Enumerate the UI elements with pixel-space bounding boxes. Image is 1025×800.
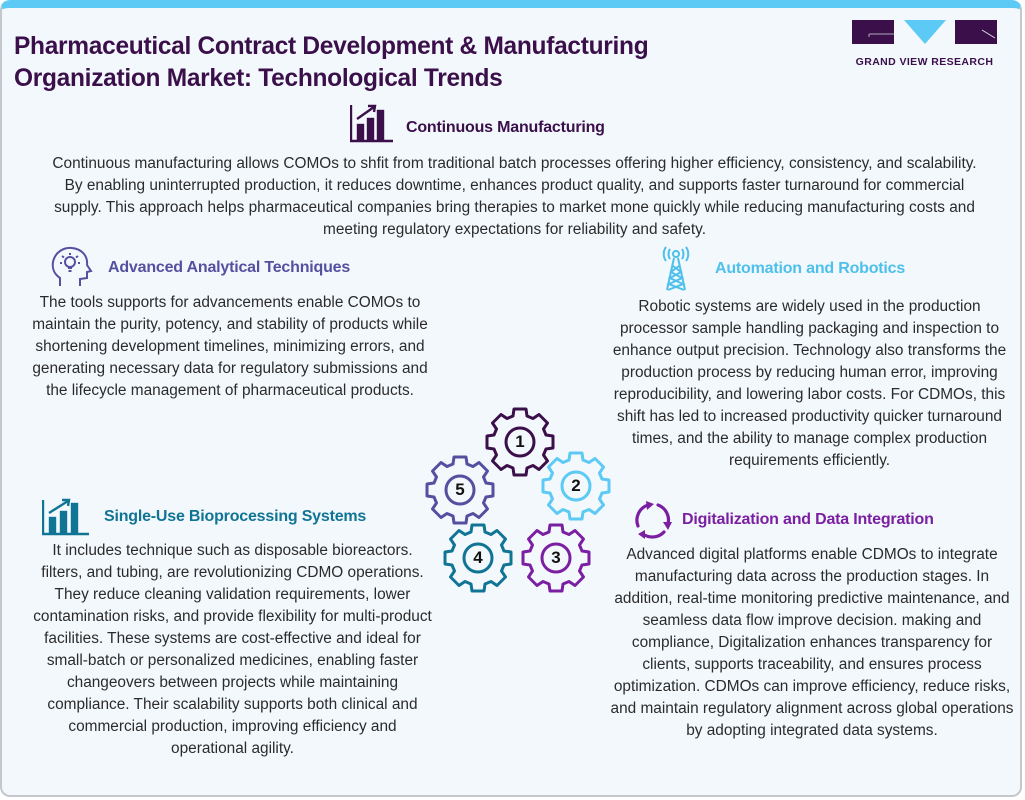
signal-tower-icon: [662, 246, 690, 291]
gears-cluster: 1 2 3 4 5: [412, 398, 622, 598]
gear-5-icon: [425, 455, 495, 525]
section-title: Single-Use Bioprocessing Systems: [104, 508, 367, 525]
section-header: Single-Use Bioprocessing Systems: [42, 498, 435, 536]
head-lightbulb-icon: [51, 246, 93, 286]
gear-number-3: 3: [551, 548, 561, 567]
title-line-1: Pharmaceutical Contract Development & Ma…: [14, 32, 649, 60]
gear-number-5: 5: [455, 480, 465, 499]
gear-number-1: 1: [515, 432, 525, 451]
gear-number-4: 4: [473, 548, 483, 567]
section-digitalization-data-integration: Digitalization and Data Integration Adva…: [607, 500, 1017, 742]
section-header: Advanced Analytical Techniques: [50, 246, 440, 290]
gear-number-2: 2: [571, 476, 581, 495]
title-line-2: Organization Market: Technological Trend…: [14, 64, 503, 92]
section-header: Digitalization and Data Integration: [632, 500, 1017, 540]
section-title: Continuous Manufacturing: [406, 119, 605, 136]
section-body: Advanced digital platforms enable CDMOs …: [610, 546, 1014, 739]
section-header: Continuous Manufacturing: [350, 103, 605, 143]
section-body: It includes technique such as disposable…: [33, 542, 432, 757]
cycle-arrows-icon: [635, 501, 672, 539]
page-title: Pharmaceutical Contract Development & Ma…: [14, 30, 778, 94]
bar-chart-growth-icon: [42, 498, 89, 536]
gear-4-icon: [443, 523, 513, 593]
gears-graphic: [425, 407, 611, 593]
section-body: Robotic systems are widely used in the p…: [612, 298, 1007, 469]
gear-2-icon: [541, 451, 611, 521]
logo-text: GRAND VIEW RESEARCH: [855, 56, 994, 68]
section-title: Digitalization and Data Integration: [682, 511, 934, 528]
section-header: Automation and Robotics: [659, 246, 1012, 292]
gear-3-icon: [521, 523, 591, 593]
gear-1-icon: [485, 407, 555, 477]
section-body: The tools supports for advancements enab…: [32, 294, 428, 399]
grand-view-research-logo: [852, 20, 997, 44]
section-title: Automation and Robotics: [715, 260, 906, 277]
section-single-use-bioprocessing: Single-Use Bioprocessing Systems It incl…: [30, 498, 435, 760]
section-automation-robotics: Automation and Robotics Robotic systems …: [607, 246, 1012, 472]
section-advanced-analytical-techniques: Advanced Analytical Techniques The tools…: [30, 246, 440, 402]
section-body: Continuous manufacturing allows COMOs to…: [52, 155, 977, 238]
bar-chart-growth-icon: [350, 104, 393, 143]
section-title: Advanced Analytical Techniques: [108, 259, 351, 276]
